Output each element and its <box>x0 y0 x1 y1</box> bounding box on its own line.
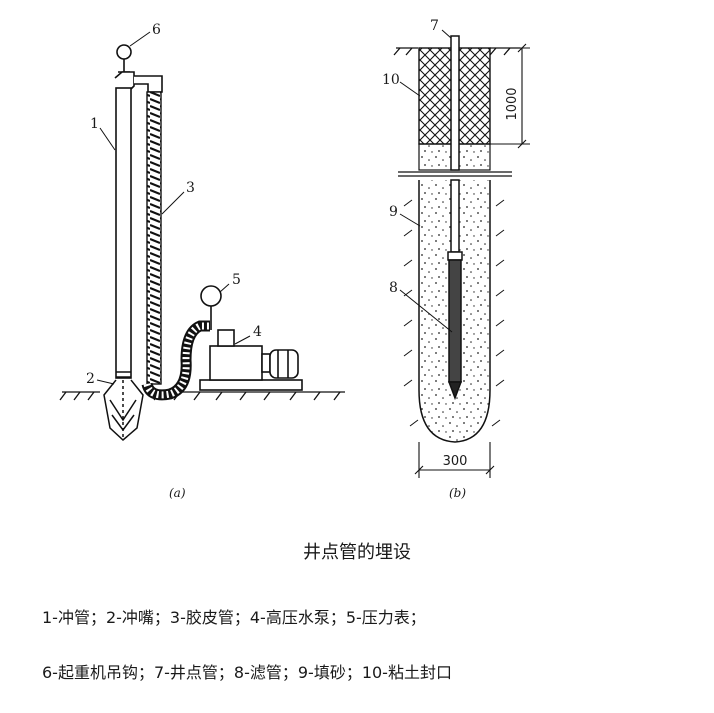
label-6: 6 <box>152 22 161 38</box>
label-1: 1 <box>90 116 99 132</box>
ground-a <box>59 391 345 401</box>
label-4: 4 <box>253 324 262 340</box>
well-point-diagram: 6 1 3 5 4 2 (a) <box>59 18 530 500</box>
well-point-pipe <box>450 35 460 253</box>
label-3: 3 <box>186 180 195 196</box>
filter-pipe <box>447 251 463 401</box>
figure-title: 井点管的埋设 <box>303 542 411 563</box>
panel-a: 6 1 3 5 4 2 (a) <box>59 22 345 500</box>
label-8: 8 <box>389 280 398 296</box>
legend-line-1: 1-冲管；2-冲嘴；3-胶皮管；4-高压水泵；5-压力表； <box>42 608 426 627</box>
pipe-elbow <box>134 75 163 93</box>
caption-b: (b) <box>449 486 466 500</box>
rubber-hose <box>146 91 162 385</box>
crane-hook <box>116 44 132 73</box>
label-9: 9 <box>389 204 398 220</box>
high-pressure-pump <box>199 329 303 391</box>
depth-dimension: 1000 <box>505 87 520 120</box>
label-7: 7 <box>430 18 439 34</box>
caption-a: (a) <box>169 486 186 500</box>
label-5: 5 <box>232 272 241 288</box>
jet-pipe <box>114 71 135 379</box>
legend-line-2: 6-起重机吊钩；7-井点管；8-滤管；9-填砂；10-粘土封口 <box>42 663 452 682</box>
jet-nozzle <box>103 379 144 442</box>
pressure-gauge <box>200 285 222 330</box>
width-dimension: 300 <box>443 454 468 469</box>
label-10: 10 <box>382 72 400 88</box>
label-2: 2 <box>86 371 95 387</box>
panel-b: 1000 300 7 10 9 8 (b) <box>382 18 530 500</box>
